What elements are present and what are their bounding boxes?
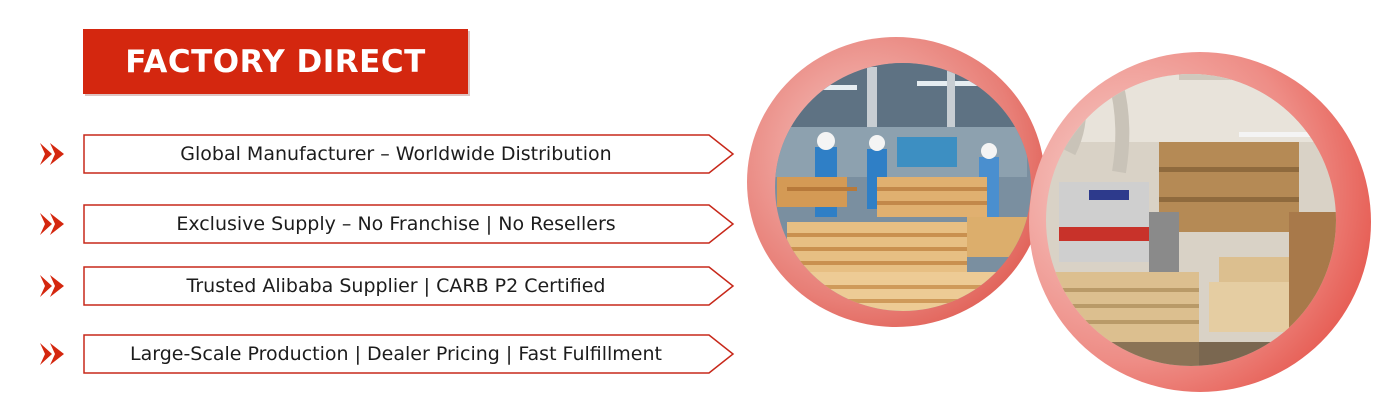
- feature-label: Global Manufacturer – Worldwide Distribu…: [180, 143, 612, 165]
- lumber-line-illustration: [775, 63, 1031, 311]
- feature-arrow-outline: [83, 334, 735, 374]
- banner-title: FACTORY DIRECT: [125, 43, 426, 80]
- feature-item-trusted-supplier: Trusted Alibaba Supplier | CARB P2 Certi…: [0, 266, 760, 306]
- factory-photo-woodworking: [1029, 52, 1371, 392]
- feature-arrow-outline: [83, 204, 735, 244]
- feature-label: Large-Scale Production | Dealer Pricing …: [130, 343, 662, 365]
- feature-arrow-outline: [83, 134, 735, 174]
- factory-direct-banner: FACTORY DIRECT: [83, 29, 468, 94]
- feature-label: Trusted Alibaba Supplier | CARB P2 Certi…: [186, 275, 606, 297]
- woodworking-illustration: [1046, 74, 1336, 366]
- feature-item-exclusive-supply: Exclusive Supply – No Franchise | No Res…: [0, 204, 760, 244]
- factory-photo-lumber-line: [747, 37, 1045, 327]
- feature-arrow-outline: [83, 266, 735, 306]
- double-chevron-right-icon: [40, 213, 64, 235]
- double-chevron-right-icon: [40, 275, 64, 297]
- feature-item-global-manufacturer: Global Manufacturer – Worldwide Distribu…: [0, 134, 760, 174]
- double-chevron-right-icon: [40, 143, 64, 165]
- double-chevron-right-icon: [40, 343, 64, 365]
- feature-label: Exclusive Supply – No Franchise | No Res…: [176, 213, 616, 235]
- feature-item-large-scale-production: Large-Scale Production | Dealer Pricing …: [0, 334, 760, 374]
